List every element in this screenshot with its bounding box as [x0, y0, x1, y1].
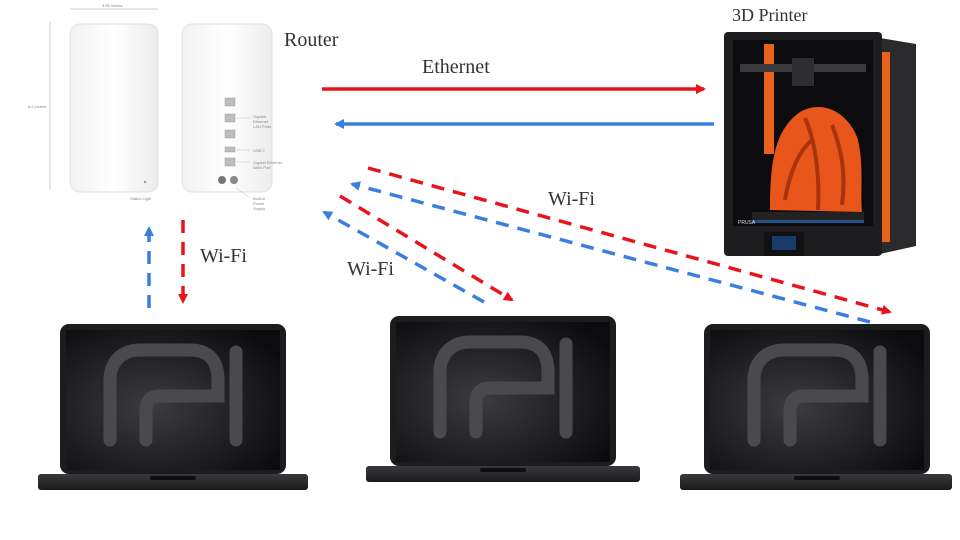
router-image — [49, 8, 273, 199]
laptop-left — [38, 324, 308, 490]
router-label: Router — [284, 29, 339, 51]
printer-label: 3D Printer — [732, 5, 808, 25]
wifi-middle-label: Wi-Fi — [347, 258, 394, 280]
printer-brand-label: PRUSA — [738, 220, 756, 226]
laptop-middle — [366, 316, 640, 482]
laptop-right — [680, 324, 952, 490]
router-power-label: Built-in Power Supply — [253, 196, 266, 211]
wifi-middle-up-arrow — [322, 210, 485, 304]
wifi-right-label: Wi-Fi — [548, 188, 595, 210]
router-width-label: 3.85 inches — [102, 3, 123, 8]
router-height-label: 6.6 inches — [28, 104, 47, 109]
router-lan-label: Gigabit Ethernet LAN Ports — [253, 114, 272, 129]
router-front — [69, 23, 159, 193]
wifi-right-down-arrow — [367, 166, 892, 315]
wifi-left-label: Wi-Fi — [200, 245, 247, 267]
wifi-right-up-arrow — [350, 181, 871, 324]
printer-image — [724, 32, 916, 256]
router-status-light-label: Status Light — [130, 196, 152, 201]
ethernet-label: Ethernet — [422, 56, 490, 78]
router-wan-label: Gigabit Ethernet WAN Port — [253, 160, 282, 170]
router-usb-label: USB 2 — [253, 148, 265, 153]
wifi-middle-down-arrow — [339, 194, 514, 302]
